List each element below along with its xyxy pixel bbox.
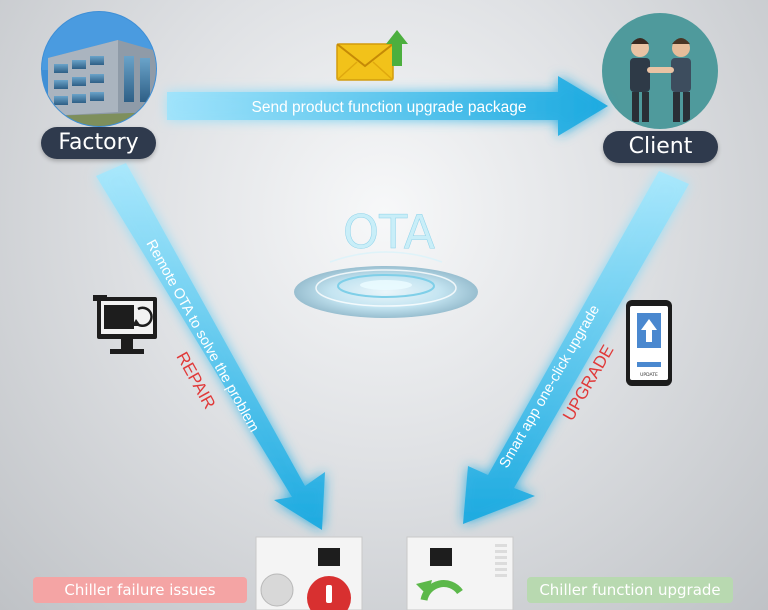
- top-arrow: [167, 76, 608, 136]
- mail-upgrade-icon: [336, 30, 408, 81]
- chiller-upgrade-status: Chiller function upgrade: [527, 577, 733, 603]
- left-arrow: [96, 163, 325, 530]
- ota-title: OTA: [343, 205, 436, 259]
- client-image: [602, 13, 718, 129]
- factory-label: Factory: [41, 127, 156, 159]
- client-label: Client: [603, 131, 718, 163]
- monitor-icon: [93, 295, 157, 354]
- top-arrow-label: Send product function upgrade package: [252, 99, 527, 116]
- chiller-failure-status: Chiller failure issues: [33, 577, 247, 603]
- ota-disc: [294, 251, 478, 318]
- right-arrow: [463, 171, 689, 524]
- phone-icon: UPDATE: [626, 300, 672, 386]
- chiller-right-image: [406, 536, 514, 610]
- factory-image: [41, 11, 157, 127]
- phone-update-label: UPDATE: [640, 372, 658, 378]
- chiller-left-image: [255, 536, 363, 610]
